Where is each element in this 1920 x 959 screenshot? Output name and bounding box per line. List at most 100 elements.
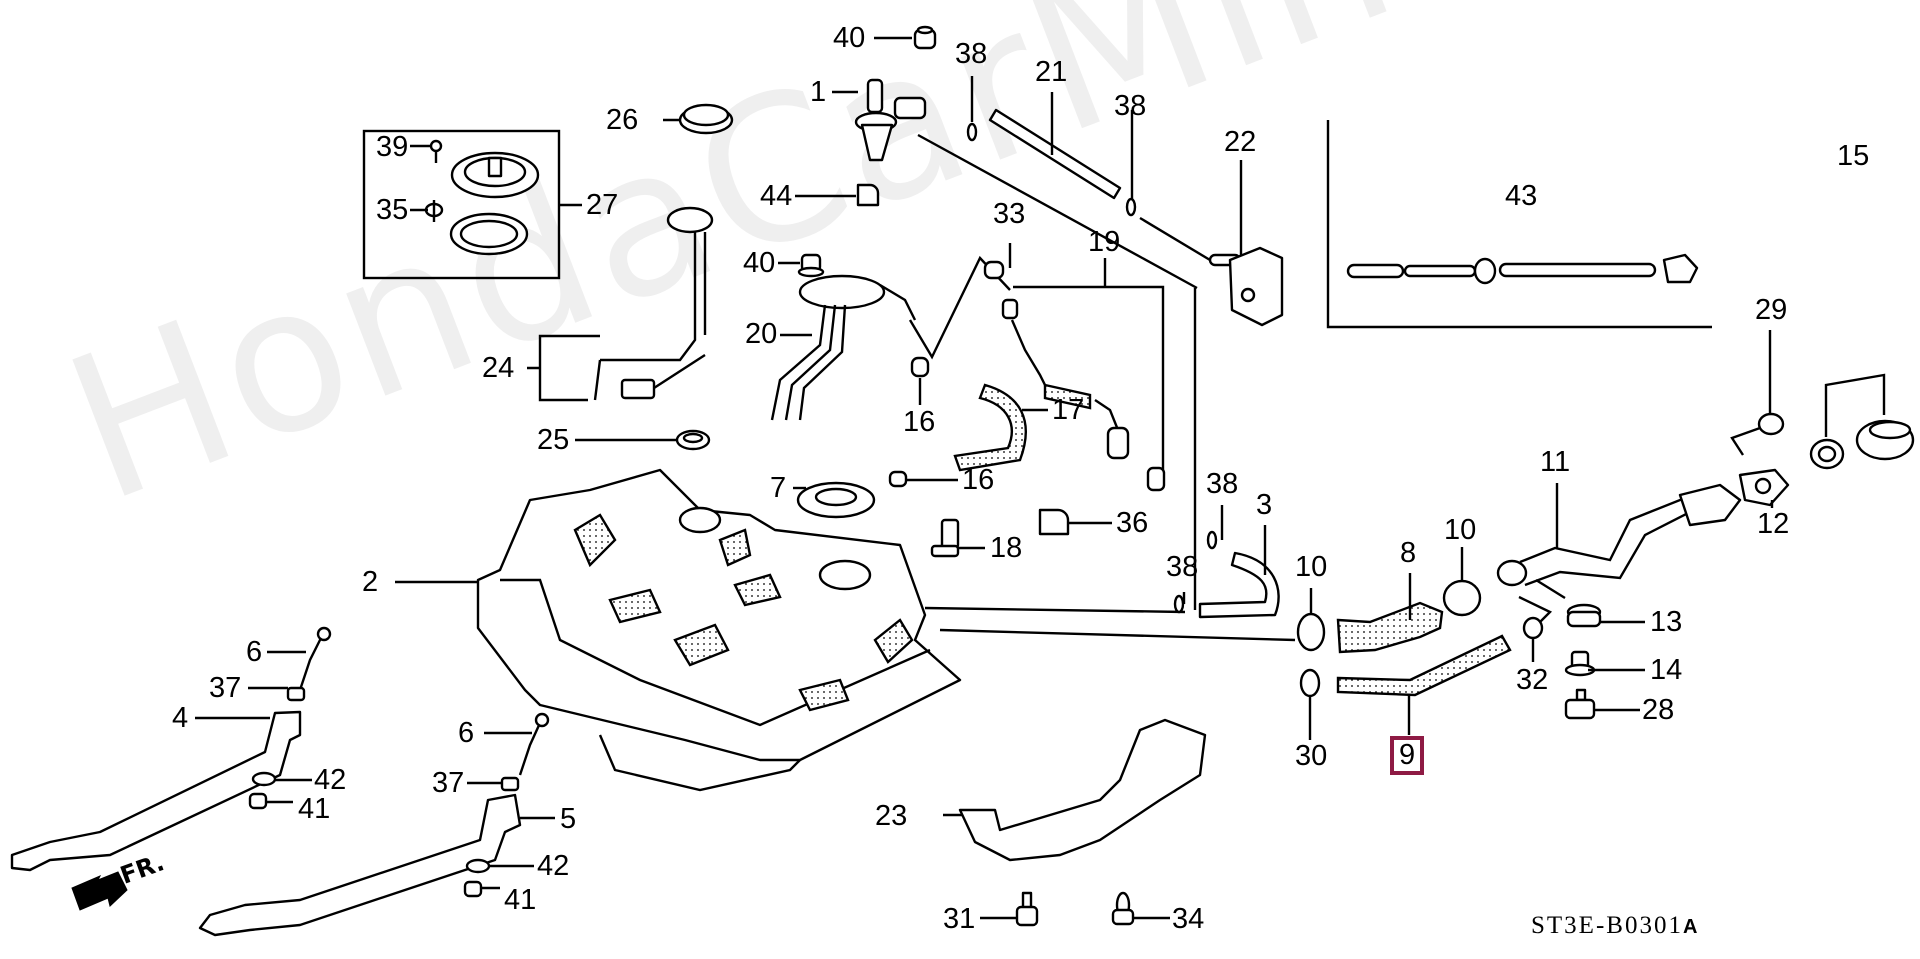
leader-line-10-tank: [939, 628, 1296, 642]
callout-24[interactable]: 24: [482, 352, 515, 384]
part-6-bolt-a-head: [316, 626, 332, 642]
callout-42-left[interactable]: 42: [314, 764, 347, 796]
callout-38-lower[interactable]: 38: [1166, 551, 1199, 583]
part-20-fuel-pump: [770, 274, 917, 421]
callout-12[interactable]: 12: [1757, 508, 1790, 540]
part-16-clip-b: [888, 470, 908, 488]
callout-28[interactable]: 28: [1642, 694, 1675, 726]
part-34-clip: [1111, 891, 1135, 926]
callout-4[interactable]: 4: [172, 702, 189, 734]
part-35-grommet: [424, 200, 444, 222]
part-31-bolt: [1015, 891, 1039, 927]
part-10-clamp-b: [1442, 579, 1482, 617]
part-2-fuel-tank: [476, 468, 962, 792]
part-3-hose: [1198, 551, 1280, 619]
part-36-clip: [1038, 508, 1070, 536]
callout-37-left[interactable]: 37: [209, 672, 242, 704]
callout-20[interactable]: 20: [745, 318, 778, 350]
part-18-valve: [930, 518, 960, 558]
part-30-clip: [1299, 668, 1321, 698]
callout-9-highlighted[interactable]: 9: [1390, 736, 1425, 775]
part-1-valve: [854, 78, 927, 162]
part-16-clip-a: [910, 356, 930, 378]
part-25-gasket: [675, 429, 711, 451]
callout-18[interactable]: 18: [990, 532, 1023, 564]
callout-42-right[interactable]: 42: [537, 850, 570, 882]
part-42-washer-a: [251, 771, 277, 787]
part-37-nut-a: [286, 686, 306, 702]
part-38-clip-d: [1173, 594, 1185, 614]
callout-6-left[interactable]: 6: [246, 636, 263, 668]
callout-7[interactable]: 7: [770, 472, 787, 504]
callout-38-mid[interactable]: 38: [1114, 90, 1147, 122]
callout-37-right[interactable]: 37: [432, 767, 465, 799]
callout-13[interactable]: 13: [1650, 606, 1683, 638]
callout-17[interactable]: 17: [1052, 394, 1085, 426]
part-41-nut-a: [248, 792, 268, 810]
callout-2[interactable]: 2: [362, 566, 379, 598]
front-arrow-icon: [71, 871, 128, 911]
callout-43[interactable]: 43: [1505, 180, 1538, 212]
leader-line-38d-tank: [924, 606, 1186, 614]
part-13-grommet: [1566, 603, 1602, 628]
callout-26[interactable]: 26: [606, 104, 639, 136]
part-40-nut-lower: [797, 253, 825, 278]
callout-41-left[interactable]: 41: [298, 793, 331, 825]
part-27-cover: [449, 151, 540, 256]
callout-41-right[interactable]: 41: [504, 884, 537, 916]
part-28-bolt: [1564, 688, 1596, 720]
callout-15[interactable]: 15: [1837, 140, 1870, 172]
callout-38-right[interactable]: 38: [1206, 468, 1239, 500]
callout-23[interactable]: 23: [875, 800, 908, 832]
part-37-nut-b: [500, 776, 520, 792]
callout-10-left[interactable]: 10: [1295, 551, 1328, 583]
callout-33[interactable]: 33: [993, 198, 1026, 230]
part-40-nut-top: [913, 25, 937, 50]
callout-27[interactable]: 27: [586, 189, 619, 221]
callout-1[interactable]: 1: [810, 76, 827, 108]
part-42-washer-b: [465, 858, 491, 874]
part-6-bolt-a: [298, 635, 324, 691]
part-38-clip-c: [1206, 530, 1218, 550]
callout-16-upper[interactable]: 16: [903, 406, 936, 438]
callout-38-top[interactable]: 38: [955, 38, 988, 70]
part-43-rod: [1346, 253, 1699, 285]
callout-10-right[interactable]: 10: [1444, 514, 1477, 546]
diagram-code: ST3E-B0301A: [1531, 912, 1699, 940]
callout-32[interactable]: 32: [1516, 664, 1549, 696]
part-9-hose: [1336, 634, 1512, 697]
part-19-hose-assy: [1013, 285, 1165, 485]
callout-5[interactable]: 5: [560, 803, 577, 835]
callout-40-top[interactable]: 40: [833, 22, 866, 54]
callout-21[interactable]: 21: [1035, 56, 1068, 88]
callout-11[interactable]: 11: [1540, 446, 1571, 478]
callout-29[interactable]: 29: [1755, 294, 1788, 326]
part-6-bolt-b-head: [534, 712, 550, 728]
part-38-clip-b: [1125, 197, 1137, 217]
callout-36[interactable]: 36: [1116, 507, 1149, 539]
callout-34[interactable]: 34: [1172, 903, 1205, 935]
callout-14[interactable]: 14: [1650, 654, 1683, 686]
callout-39[interactable]: 39: [376, 131, 409, 163]
callout-44[interactable]: 44: [760, 180, 793, 212]
callout-25[interactable]: 25: [537, 424, 570, 456]
callout-35[interactable]: 35: [376, 194, 409, 226]
callout-31[interactable]: 31: [943, 903, 976, 935]
part-32-clip: [1522, 616, 1544, 640]
callout-22[interactable]: 22: [1224, 126, 1257, 158]
diagram-code-suffix: A: [1682, 916, 1700, 938]
callout-8[interactable]: 8: [1400, 537, 1417, 569]
callout-3[interactable]: 3: [1256, 489, 1273, 521]
leader-line-32: [1518, 578, 1566, 623]
callout-16-lower[interactable]: 16: [962, 464, 995, 496]
callout-30[interactable]: 30: [1295, 740, 1328, 772]
part-26-lock-ring: [678, 103, 734, 135]
part-33-clip: [983, 260, 1005, 280]
callout-19[interactable]: 19: [1088, 226, 1121, 258]
part-5-strap: [198, 793, 522, 937]
callout-6-right[interactable]: 6: [458, 717, 475, 749]
callout-40-lower[interactable]: 40: [743, 247, 776, 279]
part-15-cap: [1855, 419, 1915, 461]
part-21-hose: [988, 108, 1122, 200]
part-22-canister: [1208, 246, 1284, 327]
